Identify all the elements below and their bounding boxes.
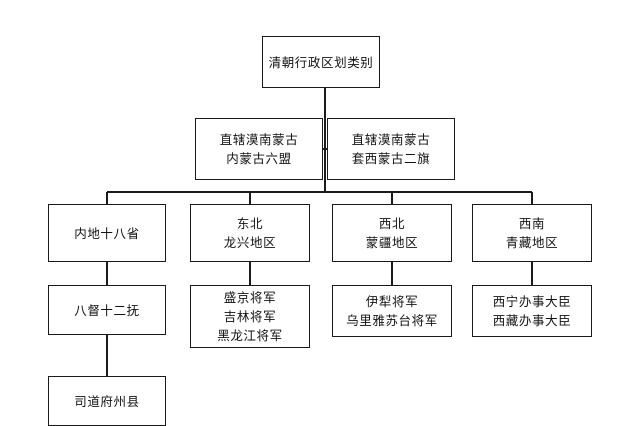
node-label-line1: 内地十八省 bbox=[74, 225, 140, 241]
node-root[interactable]: 清朝行政区划类别 bbox=[262, 36, 380, 88]
node-label-line1: 东北 bbox=[236, 216, 264, 231]
node-local-administration[interactable]: 司道府州县 bbox=[48, 376, 166, 426]
node-label-line1: 西宁办事大臣 bbox=[492, 294, 572, 309]
node-label-line2: 套西蒙古二旗 bbox=[351, 151, 431, 166]
node-inner-mongolia-six-leagues[interactable]: 直辖漠南蒙古 内蒙古六盟 bbox=[195, 118, 323, 180]
node-label-line1: 盛京将军 bbox=[223, 290, 277, 305]
node-governors-general[interactable]: 八督十二抚 bbox=[48, 285, 166, 335]
node-eighteen-provinces[interactable]: 内地十八省 bbox=[48, 204, 166, 262]
node-label-line2: 蒙疆地区 bbox=[365, 235, 419, 250]
node-label-line2: 西藏办事大臣 bbox=[492, 313, 572, 328]
connector-lines bbox=[106, 88, 533, 376]
node-northwest-generals[interactable]: 伊犁将军 乌里雅苏台将军 bbox=[332, 285, 452, 337]
node-label-line2: 乌里雅苏台将军 bbox=[346, 313, 438, 328]
node-taoxi-mongolia-two-banners[interactable]: 直辖漠南蒙古 套西蒙古二旗 bbox=[327, 118, 455, 180]
node-label-line2: 龙兴地区 bbox=[223, 235, 277, 250]
node-northwest-region[interactable]: 西北 蒙疆地区 bbox=[332, 204, 452, 262]
node-label-line2: 内蒙古六盟 bbox=[226, 151, 292, 166]
node-label-line2: 吉林将军 bbox=[223, 309, 277, 324]
node-label-line1: 西北 bbox=[378, 216, 406, 231]
node-label-line1: 直辖漠南蒙古 bbox=[351, 132, 431, 147]
node-label-line1: 八督十二抚 bbox=[74, 302, 140, 318]
node-label-line1: 伊犁将军 bbox=[365, 294, 419, 309]
node-root-label: 清朝行政区划类别 bbox=[268, 54, 374, 70]
node-label-line2: 青藏地区 bbox=[505, 235, 559, 250]
node-label-line1: 直辖漠南蒙古 bbox=[219, 132, 299, 147]
node-label-line3: 黑龙江将军 bbox=[217, 328, 283, 343]
node-northeast-generals[interactable]: 盛京将军 吉林将军 黑龙江将军 bbox=[190, 285, 310, 348]
node-label-line1: 司道府州县 bbox=[74, 393, 140, 409]
node-southwest-ministers[interactable]: 西宁办事大臣 西藏办事大臣 bbox=[472, 285, 592, 337]
node-label-line1: 西南 bbox=[518, 216, 546, 231]
node-northeast-region[interactable]: 东北 龙兴地区 bbox=[190, 204, 310, 262]
node-southwest-region[interactable]: 西南 青藏地区 bbox=[472, 204, 592, 262]
